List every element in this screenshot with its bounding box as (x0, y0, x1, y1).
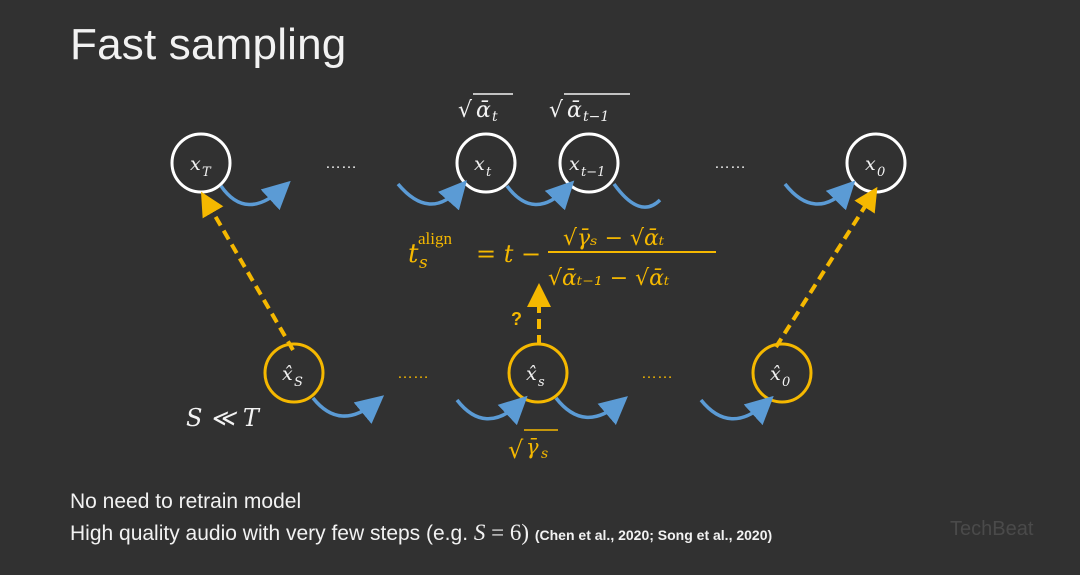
svg-text:x̂: x̂ (526, 363, 537, 385)
svg-text:√: √ (458, 98, 473, 123)
coef-sqrt-alpha-t: √ ᾱ t (458, 93, 513, 125)
watermark-logo: TechBeat (950, 518, 1034, 540)
svg-text:ᾱ: ᾱ (476, 98, 491, 123)
svg-text:t: t (486, 165, 492, 180)
coef-sqrt-alpha-t-minus-1: √ ᾱ t−1 (549, 93, 630, 125)
math-equals-6: = 6) (485, 520, 530, 545)
svg-text:ᾱ: ᾱ (567, 98, 582, 123)
ellipsis-bottom-1: …… (397, 365, 429, 382)
node-xhat-s: x̂ s (507, 342, 569, 404)
ellipsis-top-2: …… (714, 155, 746, 172)
svg-text:x̂: x̂ (770, 363, 781, 385)
svg-text:S: S (294, 375, 303, 390)
bullet-no-retrain: No need to retrain model (70, 486, 772, 517)
svg-text:= t −: = t − (476, 240, 541, 268)
svg-text:x̂: x̂ (282, 363, 293, 385)
svg-text:√γ̄ₛ − √ᾱₜ: √γ̄ₛ − √ᾱₜ (563, 226, 665, 251)
svg-text:x: x (865, 153, 876, 175)
svg-text:……: …… (714, 155, 746, 172)
svg-text:√ᾱₜ₋₁ − √ᾱₜ: √ᾱₜ₋₁ − √ᾱₜ (548, 266, 670, 291)
svg-text:t: t (408, 239, 419, 269)
question-mark: ? (511, 309, 522, 329)
node-x-T: x T (170, 132, 232, 194)
node-x-t-minus-1: x t−1 (558, 132, 620, 194)
ellipsis-bottom-2: …… (641, 365, 673, 382)
yellow-dashed-arrows (200, 186, 878, 352)
svg-text:……: …… (325, 155, 357, 172)
svg-text:γ̄: γ̄ (526, 435, 539, 459)
node-xhat-0: x̂ 0 (751, 342, 813, 404)
relation-s-much-less-t: S ≪ T (186, 404, 261, 432)
svg-text:s: s (541, 446, 548, 462)
bullet-high-quality: High quality audio with very few steps (… (70, 517, 772, 551)
formula-t-align: t s align = t − √γ̄ₛ − √ᾱₜ √ᾱₜ₋₁ − √ᾱₜ (408, 226, 716, 291)
svg-text:s: s (419, 253, 428, 273)
bullet-list: No need to retrain model High quality au… (70, 486, 772, 551)
svg-text:T: T (202, 165, 212, 180)
svg-text:t: t (492, 109, 498, 125)
svg-text:x: x (190, 153, 201, 175)
math-var-s: S (473, 520, 486, 545)
svg-text:……: …… (397, 365, 429, 382)
coef-sqrt-gamma-s: √ γ̄ s (508, 429, 558, 464)
blue-arrows-bottom (311, 395, 774, 426)
svg-text:t−1: t−1 (581, 165, 605, 180)
svg-text:0: 0 (782, 375, 790, 390)
blue-arrows-top (219, 180, 856, 211)
citation: (Chen et al., 2020; Song et al., 2020) (534, 527, 773, 543)
slide-title: Fast sampling (70, 20, 347, 69)
svg-text:√: √ (508, 436, 524, 464)
node-xhat-S: x̂ S (263, 342, 325, 404)
svg-text:x: x (474, 153, 485, 175)
bullet-text: High quality audio with very few steps (… (70, 522, 474, 545)
svg-text:align: align (418, 229, 452, 248)
svg-text:t−1: t−1 (583, 109, 609, 125)
node-x-t: x t (455, 132, 517, 194)
bullet-text: No need to retrain model (70, 490, 302, 513)
svg-text:……: …… (641, 365, 673, 382)
svg-text:√: √ (549, 98, 564, 123)
svg-text:0: 0 (877, 165, 885, 180)
node-x-0: x 0 (845, 132, 907, 194)
ellipsis-top-1: …… (325, 155, 357, 172)
svg-text:x: x (569, 153, 580, 175)
svg-text:s: s (538, 375, 545, 390)
